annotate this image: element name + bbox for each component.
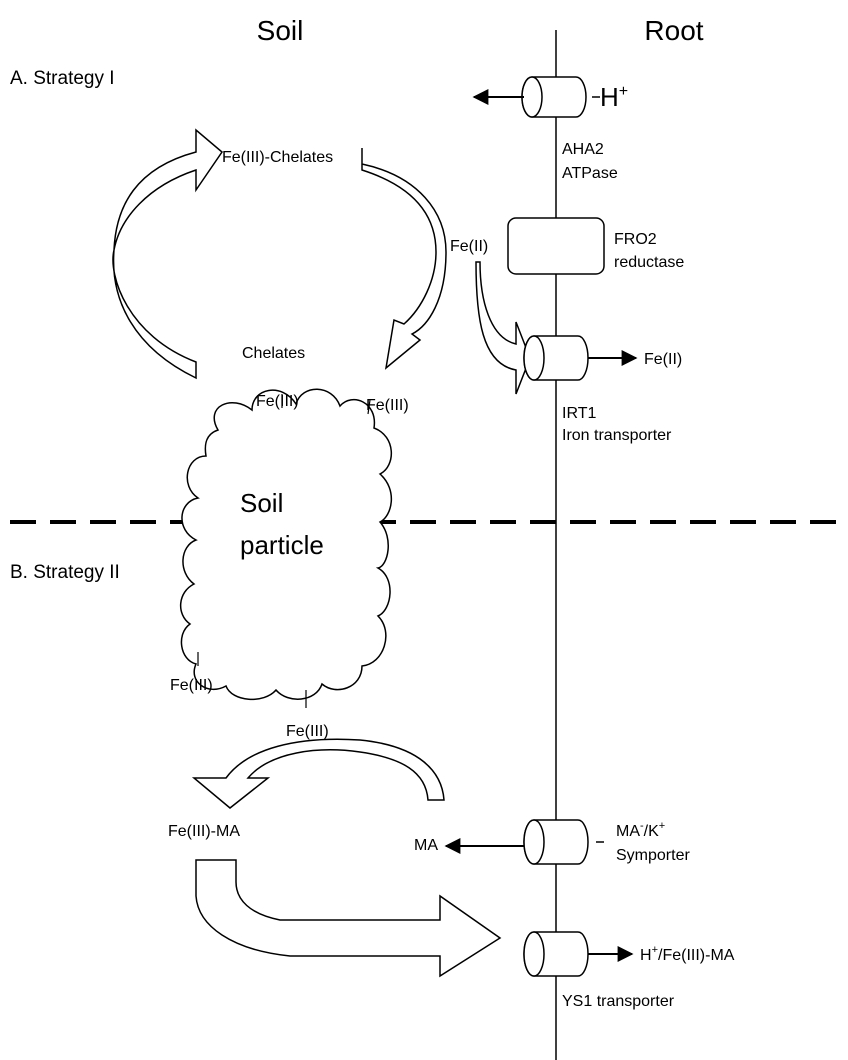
chelate-cycle-right-arrow (361, 148, 447, 370)
strategy-ii-label: B. Strategy II (10, 562, 120, 583)
soil-particle (180, 388, 393, 708)
fe3-label-top-left: Fe(III) (256, 393, 299, 410)
soil-particle-label-line1: Soil (240, 488, 283, 518)
ys1-transporter-label: YS1 transporter (562, 993, 675, 1010)
aha2-atpase (472, 76, 600, 118)
reductase-label: reductase (614, 254, 684, 271)
strategy-i-label: A. Strategy I (10, 68, 115, 89)
ma-k-symporter (444, 819, 604, 865)
ma-label: MA (414, 837, 438, 854)
soil-header: Soil (257, 15, 304, 46)
fe3-label-bottom-left: Fe(III) (170, 677, 213, 694)
symporter-label: Symporter (616, 847, 690, 864)
fe3-ma-to-ys1-arrow (195, 859, 502, 978)
ys1-transporter (523, 931, 634, 977)
irt1-transporter (523, 335, 638, 381)
aha2-label: AHA2 (562, 141, 604, 158)
iron-transporter-label: Iron transporter (562, 427, 672, 444)
ma-chelation-arrow (191, 738, 445, 809)
fe3-ma-label: Fe(III)-MA (168, 823, 240, 840)
fro2-reductase (507, 217, 605, 275)
fe2-to-irt1-arrow (475, 261, 531, 395)
fe2-uptake-label: Fe(II) (644, 351, 682, 368)
fe3-label-top-right: Fe(III) (366, 397, 409, 414)
fe3-label-bottom: Fe(III) (286, 723, 329, 740)
chelate-cycle-left-arrow (112, 128, 224, 380)
ys1-output-label: H+/Fe(III)-MA (640, 944, 735, 964)
proton-label: H+ (600, 82, 628, 112)
symporter-ions-label: MA-/K+ (616, 820, 665, 840)
chelates-label: Chelates (242, 345, 305, 362)
root-header: Root (644, 15, 703, 46)
fe2-reduced-label: Fe(II) (450, 238, 488, 255)
soil-particle-label-line2: particle (240, 530, 324, 560)
fro2-label: FRO2 (614, 231, 657, 248)
atpase-label: ATPase (562, 165, 618, 182)
irt1-label: IRT1 (562, 405, 596, 422)
fe3-chelates-label: Fe(III)-Chelates (222, 149, 333, 166)
